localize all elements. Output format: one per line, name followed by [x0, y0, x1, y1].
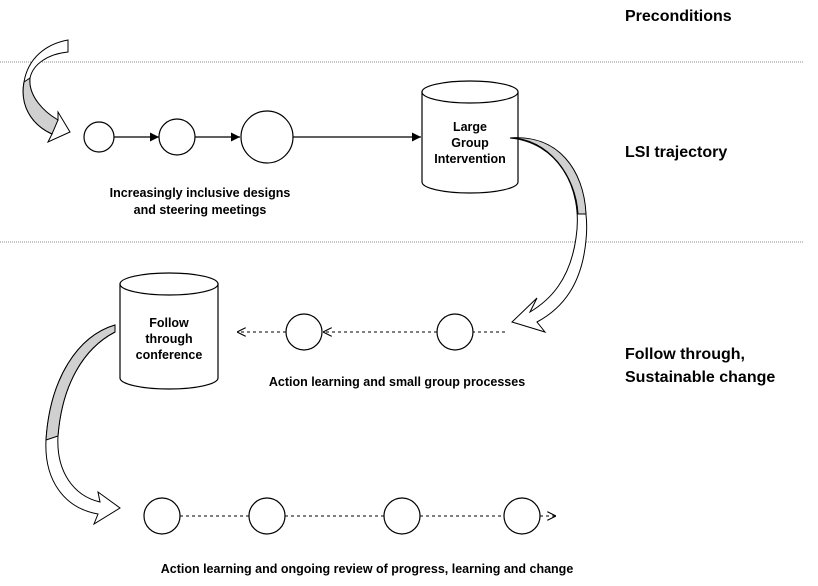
- cylinder-lgi-line2: Group: [451, 136, 489, 150]
- cylinder-follow-through: [119, 272, 219, 390]
- cylinder-lgi-line1: Large: [452, 120, 488, 134]
- follow-circle-left: [285, 313, 323, 351]
- cylinder-large-group: [421, 80, 519, 194]
- curved-arrow-entry-shade: [22, 76, 59, 135]
- section-follow-through-line1: Follow through,: [625, 346, 745, 363]
- section-follow-through-line2: Sustainable change: [625, 369, 776, 386]
- section-lsi-trajectory: LSI trajectory: [625, 144, 728, 161]
- bottom-circle-3: [383, 497, 421, 535]
- caption-action-ongoing: Action learning and ongoing review of pr…: [160, 562, 574, 576]
- cylinder-follow-line2: through: [145, 332, 193, 346]
- follow-circle-right: [436, 313, 474, 351]
- bottom-circle-4: [503, 497, 541, 535]
- curved-arrow-lgi-to-follow: [509, 137, 588, 333]
- trajectory-circle-large: [240, 110, 294, 164]
- bottom-circle-2: [248, 497, 286, 535]
- cylinder-lgi-line3: Intervention: [434, 152, 506, 166]
- cylinder-follow-line3: conference: [135, 348, 203, 362]
- curved-arrow-lgi-shade: [509, 137, 587, 215]
- cylinder-follow-text: Follow through conference: [120, 315, 218, 363]
- bottom-circle-1: [143, 497, 181, 535]
- caption-action-small-group: Action learning and small group processe…: [268, 375, 526, 389]
- trajectory-circle-medium: [158, 118, 196, 156]
- section-preconditions: Preconditions: [625, 8, 732, 25]
- caption-designs-line2: and steering meetings: [133, 203, 267, 217]
- cylinder-lgi-text: Large Group Intervention: [422, 119, 518, 167]
- caption-designs-line1: Increasingly inclusive designs: [109, 186, 291, 200]
- curved-arrow-follow-shade: [45, 324, 116, 441]
- trajectory-circle-small: [83, 121, 115, 153]
- cylinder-follow-line1: Follow: [149, 316, 189, 330]
